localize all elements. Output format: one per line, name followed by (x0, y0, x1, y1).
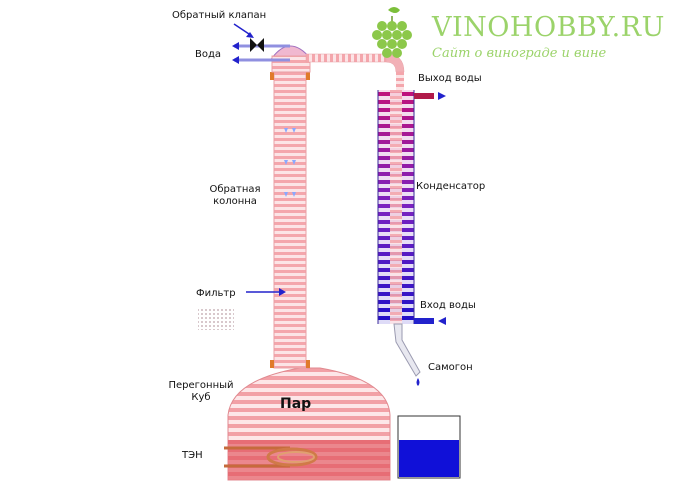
condenser (377, 90, 415, 324)
label-water-in: Вход воды (420, 300, 476, 311)
reflux-column (270, 71, 310, 369)
label-still-line2: Куб (191, 392, 211, 403)
label-reflux-column-line2: колонна (213, 196, 257, 207)
label-water: Вода (195, 49, 222, 60)
label-still: Перегонный Куб (164, 380, 238, 404)
water-in-pipe (414, 317, 446, 325)
check-valve-icon (250, 38, 264, 52)
label-product: Самогон (428, 362, 473, 373)
label-reflux-column: Обратная колонна (198, 184, 272, 208)
filter-mesh (198, 308, 234, 330)
grape-logo-icon (372, 7, 412, 58)
reflux-droplets (284, 128, 296, 197)
label-arrows (233, 23, 286, 296)
vapor-pipe (305, 53, 405, 90)
label-condenser: Конденсатор (416, 181, 486, 192)
collection-jar (397, 415, 461, 479)
label-steam: Пар (280, 396, 312, 412)
label-still-line1: Перегонный (168, 380, 234, 391)
water-out-pipe (414, 92, 446, 100)
still-pot (227, 367, 391, 481)
site-tagline: Сайт о винограде и вине (432, 46, 607, 61)
label-check-valve: Обратный клапан (172, 10, 267, 21)
label-water-out: Выход воды (418, 73, 482, 84)
heater-coil (224, 446, 318, 468)
site-name: VINOHOBBY.RU (432, 12, 665, 43)
label-heater: ТЭН (182, 450, 203, 461)
outlet-tube (393, 323, 421, 386)
site-brand: VINOHOBBY.RU Сайт о винограде и вине (432, 13, 665, 62)
label-reflux-column-line1: Обратная (209, 184, 261, 195)
label-filter: Фильтр (196, 288, 236, 299)
